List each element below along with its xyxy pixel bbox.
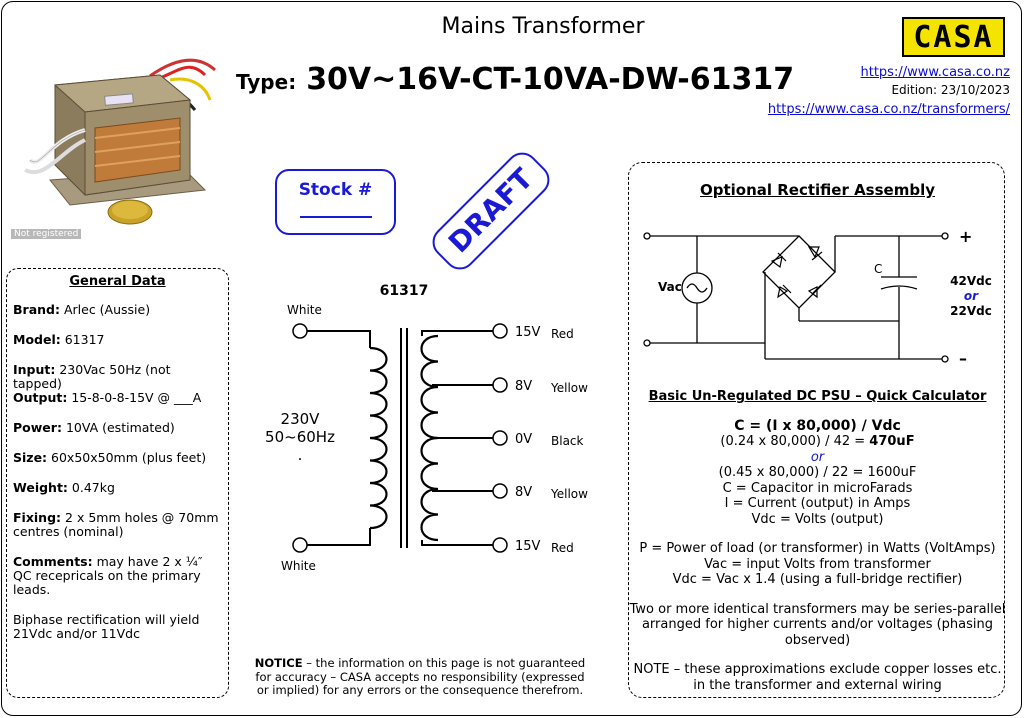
stock-number-box: Stock # bbox=[275, 169, 396, 235]
primary-bottom-terminal bbox=[292, 537, 308, 553]
stock-blank-line bbox=[299, 216, 372, 218]
stock-label: Stock # bbox=[298, 180, 373, 200]
def-c: C = Capacitor in microFarads bbox=[722, 480, 913, 496]
tap-wire-color: Black bbox=[551, 434, 584, 448]
example-or: or bbox=[810, 449, 825, 465]
series-parallel-note: Two or more identical transformers may b… bbox=[629, 601, 1006, 648]
type-value: 30V~16V-CT-10VA-DW-61317 bbox=[306, 62, 795, 97]
type-line: Type: 30V~16V-CT-10VA-DW-61317 bbox=[236, 62, 794, 97]
primary-coil bbox=[369, 346, 388, 530]
plus-label: + bbox=[959, 227, 972, 246]
output-row: Output: 15-8-0-8-15V @ ___A bbox=[13, 390, 202, 405]
tap-terminal bbox=[492, 483, 508, 499]
tap-terminal bbox=[492, 377, 508, 393]
calculator-formula: C = (I x 80,000) / Vdc bbox=[734, 417, 901, 434]
tap-wire-color: Red bbox=[551, 541, 574, 555]
quick-calculator: Basic Un-Regulated DC PSU – Quick Calcul… bbox=[629, 389, 1006, 693]
primary-top-label: White bbox=[287, 303, 322, 317]
def-vdc: Vdc = Volts (output) bbox=[751, 511, 884, 527]
output-42v: 42Vdc bbox=[950, 274, 992, 288]
losses-note: NOTE – these approximations exclude copp… bbox=[633, 662, 1002, 693]
schematic-model: 61317 bbox=[380, 283, 429, 299]
primary-top-terminal bbox=[292, 323, 308, 339]
tap-voltage: 8V bbox=[515, 485, 532, 500]
size-row: Size: 60x50x50mm (plus feet) bbox=[13, 450, 207, 465]
casa-logo: CASA bbox=[902, 17, 1005, 57]
input-row: Input: 230Vac 50Hz (not tapped) bbox=[13, 362, 171, 391]
tap-voltage: 15V bbox=[515, 539, 541, 554]
primary-bottom-label: White bbox=[281, 559, 316, 573]
rectifier-panel: Optional Rectifier Assembly bbox=[628, 162, 1005, 698]
output-22v: 22Vdc bbox=[950, 304, 992, 318]
calculator-title: Basic Un-Regulated DC PSU – Quick Calcul… bbox=[648, 389, 987, 404]
primary-voltage: 230V bbox=[281, 410, 321, 428]
tap-wire-color: Yellow bbox=[550, 381, 588, 395]
def-vdc-calc: Vdc = Vac x 1.4 (using a full-bridge rec… bbox=[672, 572, 963, 587]
tap-terminal bbox=[492, 430, 508, 446]
photo-watermark-badge: Not registered bbox=[11, 229, 82, 239]
logo-text: CASA bbox=[913, 19, 994, 55]
general-data-panel: General Data Brand: Arlec (Aussie) Model… bbox=[6, 268, 229, 698]
minus-label: – bbox=[959, 349, 967, 368]
secondary-taps: 15V Red 8V Yellow 0V Black 8V Yellow 15V Red bbox=[421, 323, 588, 555]
power-row: Power: 10VA (estimated) bbox=[13, 420, 175, 435]
general-data-title: General Data bbox=[69, 274, 166, 289]
page-title: Mains Transformer bbox=[441, 14, 645, 39]
weight-row: Weight: 0.47kg bbox=[13, 480, 115, 495]
tap-lead bbox=[421, 540, 493, 546]
edition-date: Edition: 23/10/2023 bbox=[891, 83, 1010, 97]
home-link[interactable]: https://www.casa.co.nz bbox=[860, 65, 1011, 80]
tap-wire-color: Red bbox=[551, 327, 574, 341]
example-1: (0.24 x 80,000) / 42 = 470uF bbox=[720, 434, 915, 449]
output-or: or bbox=[964, 289, 979, 303]
rectifier-schematic: Vac C + – 42Vdc or 22Vdc bbox=[643, 227, 992, 368]
tap-voltage: 15V bbox=[515, 325, 541, 340]
tap-terminal bbox=[492, 537, 508, 553]
transformer-photo bbox=[24, 58, 217, 225]
tap-voltage: 0V bbox=[515, 432, 532, 447]
type-label: Type: bbox=[236, 70, 297, 94]
def-vac: Vac = input Volts from transformer bbox=[704, 556, 931, 572]
notice-text: NOTICE – the information on this page is… bbox=[254, 656, 586, 697]
primary-frequency: 50~60Hz bbox=[265, 428, 335, 446]
brand-row: Brand: Arlec (Aussie) bbox=[13, 302, 151, 317]
def-i: I = Current (output) in Amps bbox=[724, 496, 911, 511]
tap-terminal bbox=[492, 323, 508, 339]
tap-lead bbox=[421, 330, 493, 336]
model-row: Model: 61317 bbox=[13, 332, 105, 347]
comments-row: Comments: may have 2 x ¼″ QC recepricals… bbox=[13, 554, 203, 597]
def-p: P = Power of load (or transformer) in Wa… bbox=[639, 541, 996, 556]
transformers-link[interactable]: https://www.casa.co.nz/transformers/ bbox=[767, 102, 1010, 117]
example-2: (0.45 x 80,000) / 22 = 1600uF bbox=[718, 465, 917, 480]
fixing-row: Fixing: 2 x 5mm holes @ 70mm centres (no… bbox=[13, 510, 219, 539]
biphase-note: Biphase rectification will yield 21Vdc a… bbox=[13, 612, 200, 641]
primary-dot: . bbox=[298, 446, 303, 464]
rectifier-title: Optional Rectifier Assembly bbox=[699, 181, 936, 199]
tap-voltage: 8V bbox=[515, 379, 532, 394]
vac-label: Vac bbox=[658, 280, 682, 294]
tap-wire-color: Yellow bbox=[550, 487, 588, 501]
capacitor-label: C bbox=[874, 262, 882, 276]
transformer-schematic: 61317 White White 230V 50~60Hz . 15V Red 8… bbox=[265, 283, 588, 573]
